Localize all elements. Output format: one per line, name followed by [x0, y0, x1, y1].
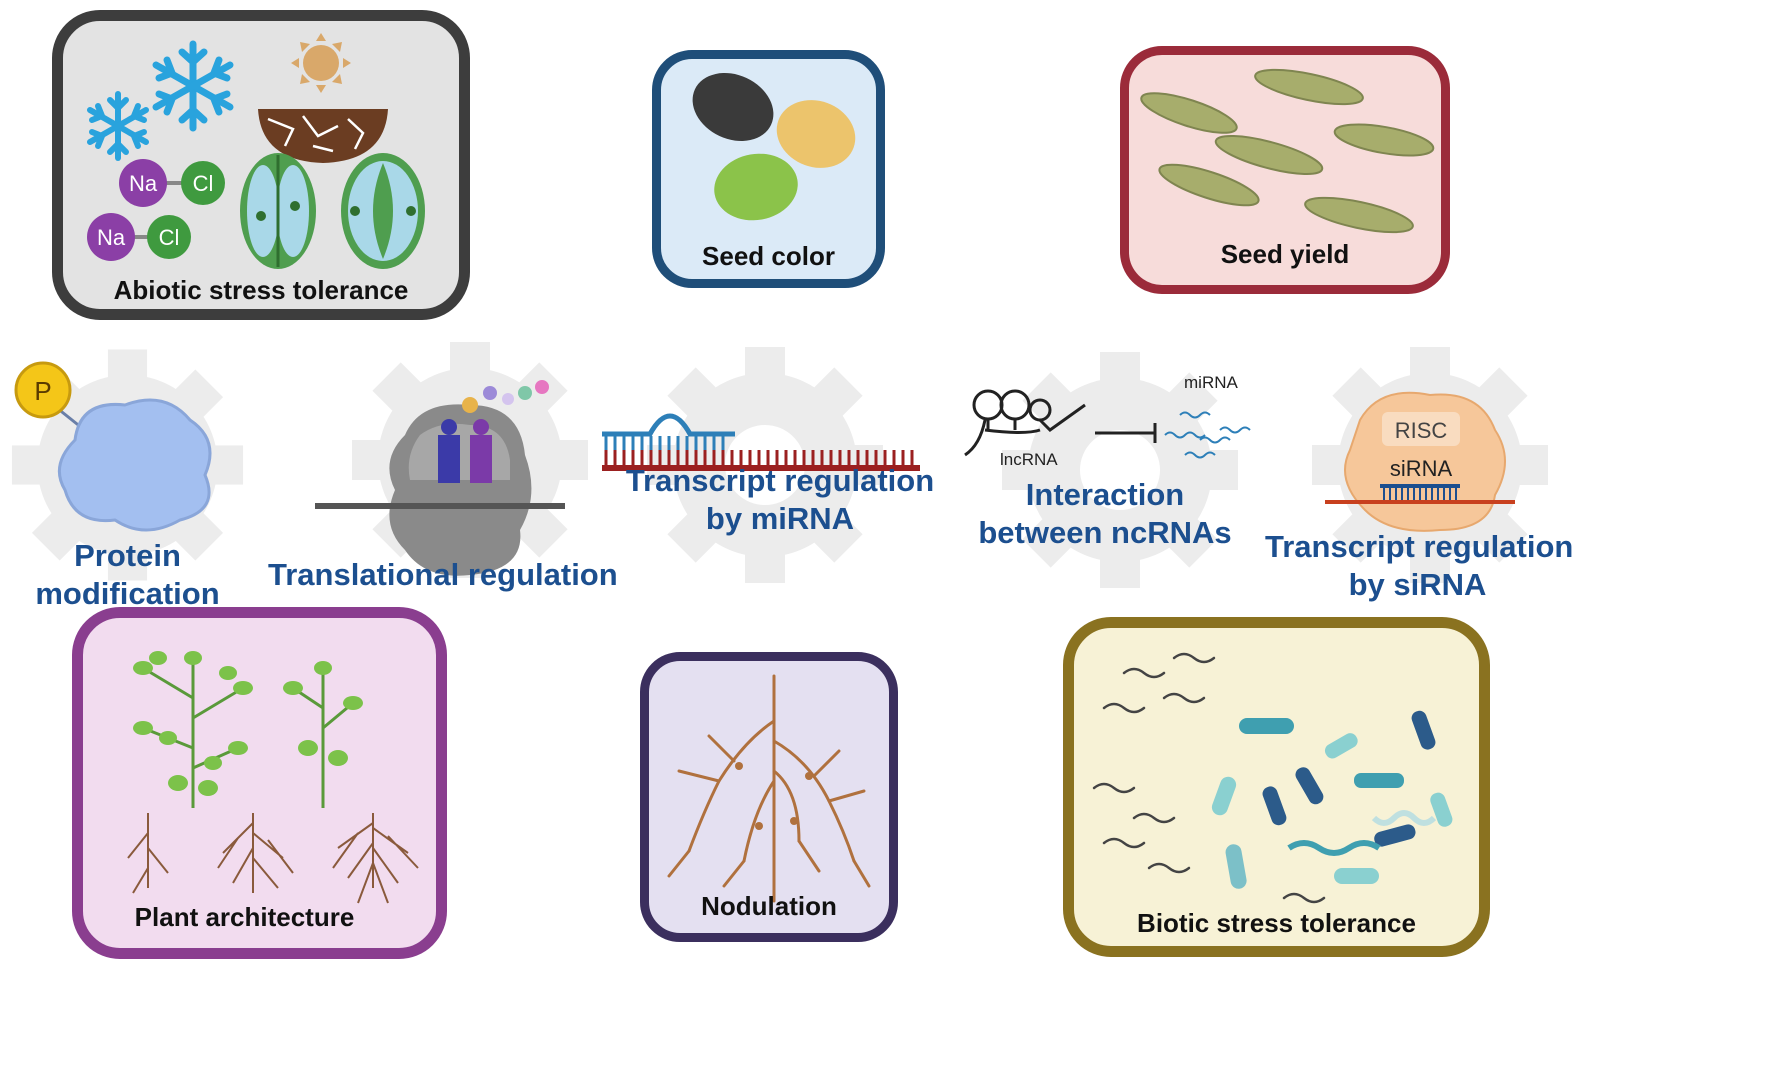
abiotic-stress-box: Na Cl Na Cl [52, 10, 470, 320]
protein-modification-illustration: P [14, 361, 212, 532]
seed-yield-box: Seed yield [1120, 46, 1450, 294]
gear-icon [1002, 352, 1238, 588]
abiotic-stress-label: Abiotic stress tolerance [113, 275, 409, 305]
ncrna-interaction-line1: Interaction [1025, 477, 1185, 512]
sodium-label: Na [129, 171, 158, 196]
nodulation-box: Nodulation [640, 652, 898, 942]
phosphate-icon [14, 361, 72, 419]
mirna-cluster-icon [1164, 411, 1251, 459]
biotic-stress-box: Biotic stress tolerance [1063, 617, 1490, 957]
plant-architecture-label: Plant architecture [134, 902, 355, 932]
biotic-stress-illustration [1092, 652, 1453, 904]
plant-architecture-illustration [127, 651, 419, 904]
lncrna-icon [964, 389, 1086, 457]
sirna-regulation-illustration: RISC siRNA [1325, 391, 1515, 532]
nodulation-illustration [667, 674, 871, 903]
inhibition-arrow-icon [1095, 423, 1157, 443]
seed-color-box: Seed color [652, 50, 885, 288]
yellow-seed-icon [776, 100, 856, 168]
translational-regulation-label: Translational regulation [268, 557, 618, 592]
leaf-icons [133, 651, 363, 796]
abiotic-illustration: Na Cl Na Cl [87, 33, 425, 269]
peptide-chain-icon [462, 380, 549, 413]
bacteria-icons [1211, 710, 1453, 889]
seed-pod-icons [1140, 68, 1435, 234]
plant-architecture-box: Plant architecture [72, 607, 447, 959]
nodulation-label: Nodulation [701, 891, 837, 921]
mrna-strand-icon [315, 503, 565, 509]
mirna-regulation-illustration [602, 413, 920, 471]
lncrna-small-label: lncRNA [1000, 450, 1058, 469]
dry-soil-icon [258, 109, 388, 163]
mirna-regulation-line2: by miRNA [705, 500, 855, 536]
trna-icon [470, 435, 492, 483]
nodule-icons [735, 762, 813, 830]
protein-modification-line2: modification [35, 575, 220, 611]
snowflake-icon [152, 40, 234, 132]
ncrna-interaction-label: Interaction between ncRNAs [965, 476, 1245, 552]
phosphate-label: P [34, 376, 51, 406]
mirna-duplex-icon [602, 413, 735, 437]
sun-icon [291, 33, 351, 93]
seed-yield-illustration [1140, 68, 1435, 234]
biotic-stress-label: Biotic stress tolerance [1137, 908, 1416, 938]
translational-regulation-illustration [315, 380, 565, 576]
sodium-label: Na [97, 225, 126, 250]
nacl-molecule: Na Cl [87, 213, 191, 261]
snowflake-icon [87, 91, 149, 161]
nematode-icons [1092, 652, 1326, 904]
seed-color-illustration [692, 72, 856, 221]
sirna-regulation-line2: by siRNA [1348, 566, 1487, 602]
root-system-icons [127, 813, 419, 904]
mirna-regulation-line1: Transcript regulation [625, 463, 935, 498]
stomata-closed-icon [240, 153, 316, 269]
protein-modification-label: Protein modification [15, 537, 240, 613]
sirna-regulation-label: Transcript regulation by siRNA [1265, 528, 1574, 604]
black-seed-icon [692, 72, 774, 142]
stomata-open-icon [341, 153, 425, 269]
ncrna-interaction-line2: between ncRNAs [978, 514, 1232, 550]
sirna-regulation-line1: Transcript regulation [1265, 529, 1574, 564]
chloride-label: Cl [193, 171, 214, 196]
root-nodule-icon [667, 674, 871, 903]
protein-modification-line1: Protein [74, 538, 181, 573]
seed-yield-label: Seed yield [1220, 239, 1350, 269]
mirna-regulation-label: Transcript regulation by miRNA [615, 462, 945, 538]
protein-blob-icon [57, 398, 212, 532]
trna-icon [438, 435, 460, 483]
ncrna-interaction-illustration [964, 389, 1251, 459]
green-seed-icon [714, 153, 798, 221]
chloride-label: Cl [159, 225, 180, 250]
nacl-molecule: Na Cl [119, 159, 225, 207]
seed-color-label: Seed color [702, 241, 835, 271]
risc-label: RISC [1395, 418, 1448, 443]
sirna-label: siRNA [1390, 456, 1453, 481]
mirna-small-label: miRNA [1184, 373, 1238, 392]
